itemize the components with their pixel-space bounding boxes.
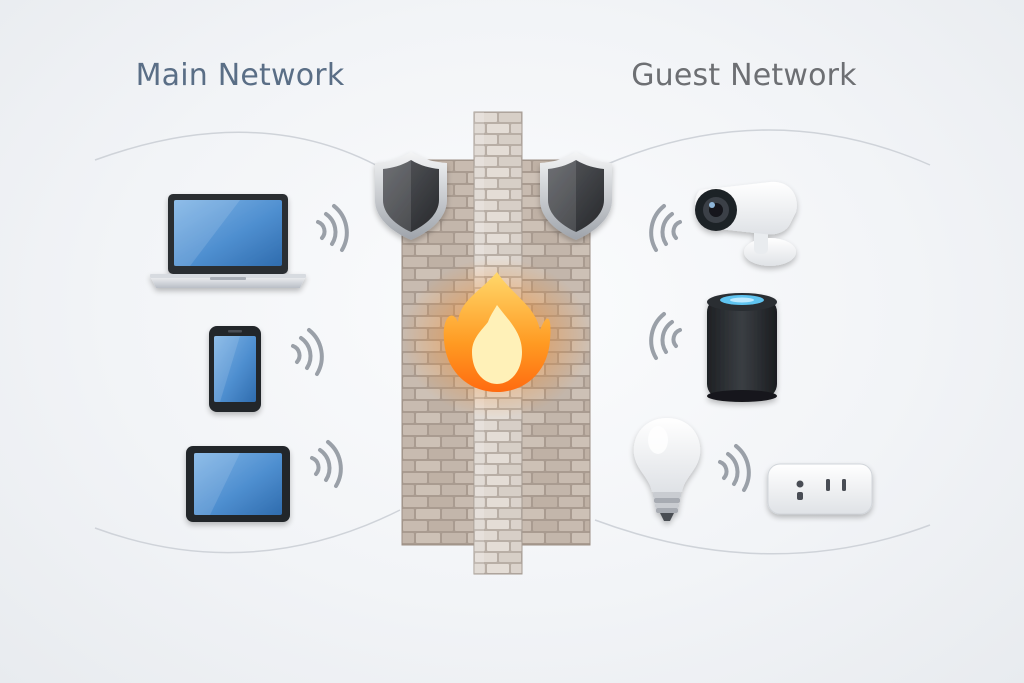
guest-network-label: Guest Network (631, 58, 857, 93)
guest-zone-arc-top (604, 129, 931, 166)
flame-icon (443, 272, 551, 392)
smart-bulb-icon (633, 418, 701, 521)
shield-icon (375, 152, 447, 240)
main-network-label: Main Network (135, 58, 345, 93)
wifi-signal-icon (316, 204, 349, 252)
laptop-icon (150, 194, 306, 288)
wifi-signal-icon (649, 204, 682, 252)
tablet-icon (186, 446, 290, 522)
wifi-signal-icon (649, 312, 682, 360)
guest-zone-arc-bottom (594, 519, 931, 555)
wifi-signal-icon (718, 444, 751, 492)
wifi-signal-icon (310, 440, 343, 488)
smart-plug-icon (767, 463, 873, 515)
smartphone-icon (209, 326, 261, 412)
smart-speaker-icon (707, 293, 777, 402)
security-camera-icon (695, 181, 797, 266)
main-zone-arc-top (94, 131, 386, 171)
wifi-signal-icon (291, 328, 324, 376)
shield-icon (540, 152, 612, 240)
main-zone-arc-bottom (94, 509, 401, 554)
